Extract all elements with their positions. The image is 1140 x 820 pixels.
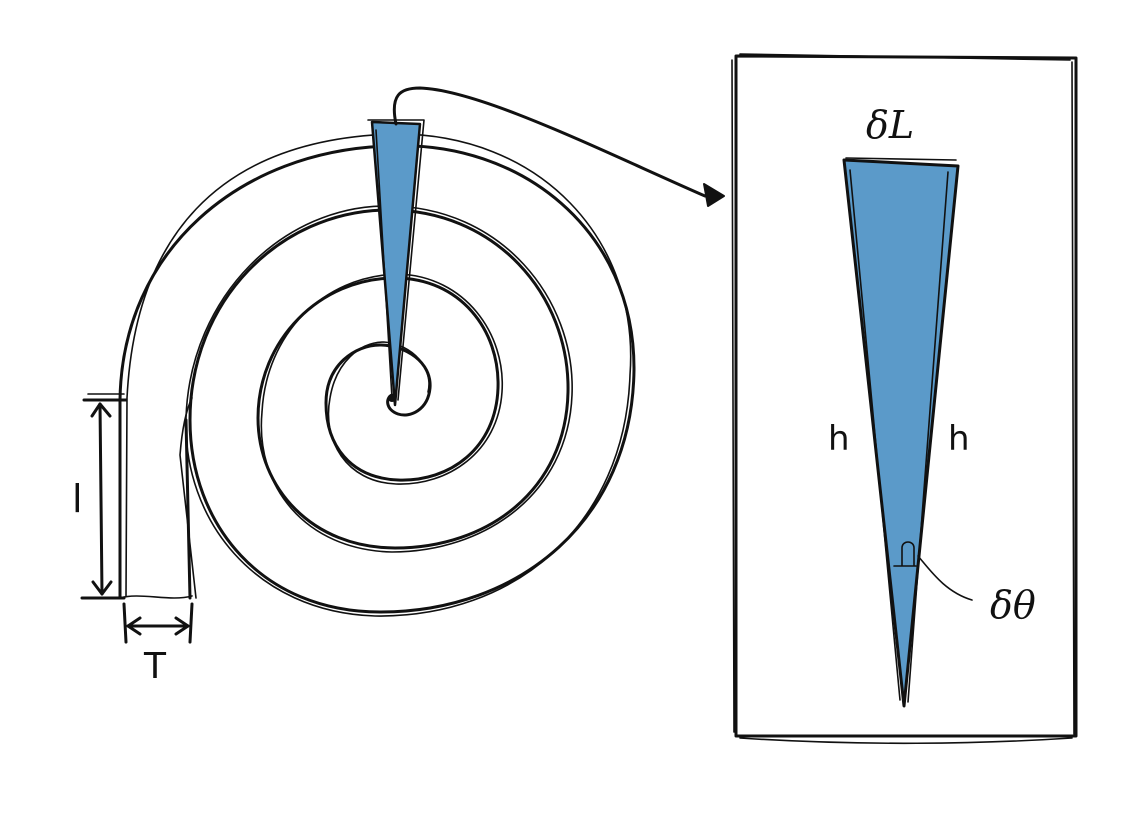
zoom-panel: δL h h δθ (731, 53, 1078, 745)
thickness-dim-arrow-left (126, 616, 142, 636)
length-dim-line (98, 402, 104, 596)
arc-length-label: δL (866, 103, 914, 147)
right-angle-marker (893, 541, 917, 567)
thickness-dimension: T (122, 602, 194, 687)
roll-wedge-apex (388, 394, 396, 402)
tail-inner-edge-sketch (179, 397, 197, 599)
thickness-dim-right-tick (188, 602, 194, 644)
roll-wedge (367, 119, 425, 407)
tail-bottom-edge (119, 595, 193, 599)
length-dim-arrow-top (90, 402, 112, 418)
thickness-label: T (143, 646, 167, 687)
spiral-outer-edge (118, 144, 636, 614)
thickness-dim-left-tick (122, 602, 128, 644)
angle-pointer-line (917, 555, 973, 601)
zoom-panel-border-sketch (731, 53, 1075, 745)
thickness-dim-arrow-right (174, 616, 190, 636)
radius-left-label: h (828, 419, 850, 459)
length-dim-arrow-bottom (91, 580, 113, 596)
spiral-roll (118, 133, 636, 617)
roll-wedge-fill (370, 120, 422, 407)
zoom-wedge-fill (842, 158, 960, 708)
spiral-outer-edge-sketch (125, 133, 632, 617)
zoom-connector-line (392, 86, 707, 198)
zoom-connector-arrowhead (703, 183, 725, 207)
tail-inner-edge (184, 418, 192, 600)
length-label: l (72, 477, 83, 521)
angle-label: δθ (990, 583, 1036, 627)
zoom-wedge-sketch (845, 157, 957, 703)
roll-wedge-sketch (367, 119, 425, 401)
radius-right-label: h (948, 419, 970, 459)
zoom-connector-arrow (392, 86, 725, 207)
length-dimension: l (72, 393, 128, 600)
